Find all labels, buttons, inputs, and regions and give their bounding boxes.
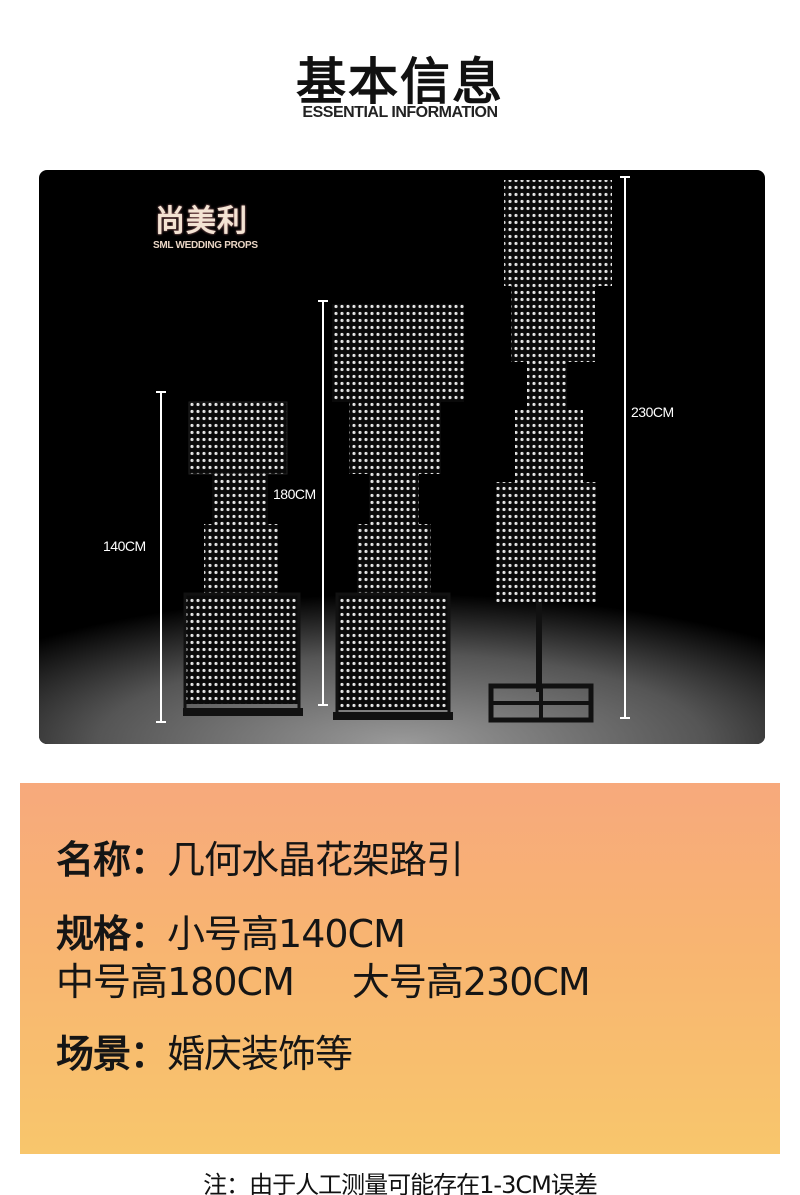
info-name-row: 名称：几何水晶花架路引: [56, 829, 464, 884]
info-spec-key: 规格：: [56, 912, 168, 956]
product-photo: 尚美利 SML WEDDING PROPS 140CM 180CM 230CM: [39, 170, 765, 744]
info-spec-row-2: 中号高180CM 大号高230CM: [56, 951, 591, 1006]
small-stand: [183, 401, 303, 716]
info-spec-row: 规格：小号高140CM: [56, 903, 406, 958]
dim-label-large: 230CM: [631, 404, 674, 420]
info-spec-small: 小号高140CM: [167, 912, 406, 956]
brand-tagline: SML WEDDING PROPS: [153, 240, 258, 251]
crystal-stands-illustration: [39, 176, 765, 744]
info-spec-medium: 中号高180CM: [56, 960, 295, 1004]
info-name-key: 名称：: [56, 838, 168, 882]
dimension-lines: [156, 176, 630, 723]
section-title: 基本信息: [296, 53, 504, 111]
info-name-value: 几何水晶花架路引: [167, 838, 464, 882]
info-scene-row: 场景：婚庆装饰等: [56, 1023, 353, 1078]
info-scene-key: 场景：: [56, 1032, 168, 1076]
measurement-footnote: 注：由于人工测量可能存在1-3CM误差: [203, 1171, 598, 1195]
medium-stand: [332, 304, 464, 720]
dim-label-medium: 180CM: [273, 486, 316, 502]
dim-label-small: 140CM: [103, 538, 146, 554]
info-scene-value: 婚庆装饰等: [167, 1032, 353, 1076]
info-spec-large: 大号高230CM: [351, 960, 591, 1004]
large-stand: [488, 180, 612, 723]
brand-logo-text: 尚美利: [155, 204, 248, 239]
info-panel: 名称：几何水晶花架路引 规格：小号高140CM 中号高180CM 大号高230CM…: [20, 783, 780, 1154]
section-subtitle: ESSENTIAL INFORMATION: [302, 104, 498, 121]
